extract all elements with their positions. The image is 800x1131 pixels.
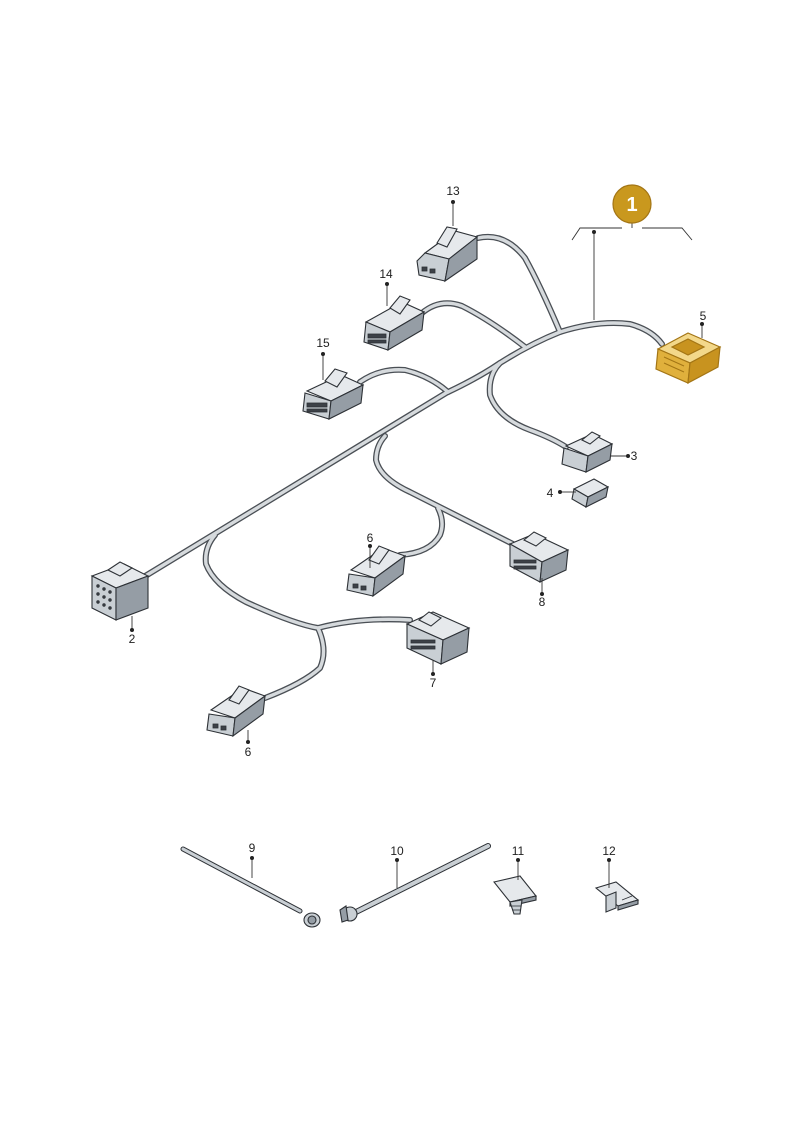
connector-5-highlighted (655, 332, 722, 385)
wire-core (140, 235, 664, 700)
callout-12: 12 (602, 844, 616, 858)
callout-3: 3 (631, 449, 638, 463)
leader-lines (130, 200, 704, 888)
callout-14: 14 (379, 267, 393, 281)
callout-7: 7 (430, 676, 437, 690)
callout-2: 2 (129, 632, 136, 646)
callout-10: 10 (390, 844, 404, 858)
connector-3 (561, 431, 614, 473)
clip-11 (493, 875, 537, 915)
assembly-badge-label: 1 (626, 194, 637, 216)
connector-8 (508, 531, 570, 583)
connector-13 (416, 226, 479, 283)
connector-14 (363, 295, 426, 352)
callout-15: 15 (316, 336, 330, 350)
connector-6-upper (346, 545, 407, 598)
connector-15 (302, 368, 365, 420)
clip-12 (594, 881, 640, 913)
connector-2 (90, 561, 150, 621)
connector-4 (571, 478, 610, 508)
cable-tie-9 (180, 846, 321, 928)
assembly-badge-1: 1 (612, 184, 652, 224)
cable-tie-10 (339, 843, 491, 923)
callout-8: 8 (539, 595, 546, 609)
callout-4: 4 (547, 486, 554, 500)
callout-13: 13 (446, 184, 460, 198)
callout-6-upper: 6 (367, 531, 374, 545)
callout-6-lower: 6 (245, 745, 252, 759)
connector-7 (405, 611, 471, 665)
harness-wires (139, 234, 665, 701)
connector-6-lower (206, 685, 267, 738)
callout-11: 11 (512, 844, 525, 858)
callout-5: 5 (700, 309, 707, 323)
callout-labels: 13 14 15 5 3 4 2 6 8 7 6 9 10 11 12 (129, 184, 707, 858)
connector-2-pins (96, 584, 112, 610)
callout-9: 9 (249, 841, 256, 855)
